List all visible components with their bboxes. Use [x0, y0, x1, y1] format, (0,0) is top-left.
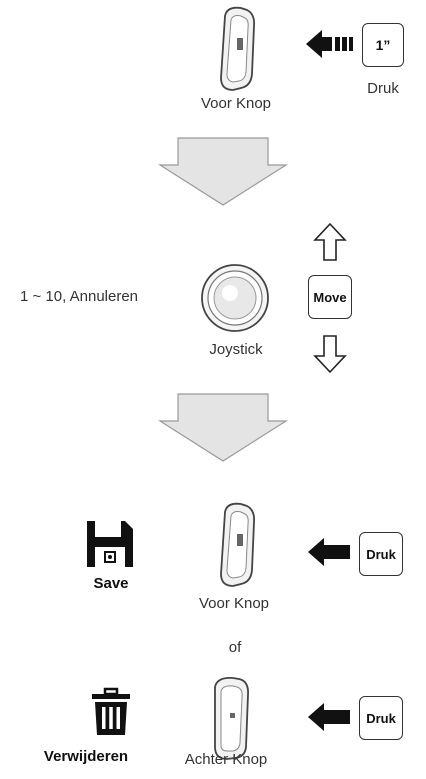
down-arrow-icon: [313, 335, 347, 374]
hold-duration-key: 1”: [362, 23, 404, 67]
press-arrow-icon: [306, 30, 353, 58]
or-label: of: [228, 639, 242, 656]
front-button-label: Voor Knop: [200, 95, 272, 112]
joystick-icon: [201, 264, 269, 332]
floppy-disk-icon: [87, 521, 133, 567]
move-key: Move: [308, 275, 352, 319]
press-key-front: Druk: [359, 532, 403, 576]
left-arrow-icon: [308, 703, 350, 731]
front-button-label: Voor Knop: [198, 595, 270, 612]
options-label: 1 ~ 10, Annuleren: [20, 288, 139, 305]
back-button-device-icon: [214, 677, 249, 760]
back-button-label: Achter Knop: [184, 751, 268, 768]
press-caption: Druk: [367, 80, 399, 97]
joystick-label: Joystick: [209, 341, 263, 358]
press-key-back: Druk: [359, 696, 403, 740]
flow-arrow-icon: [157, 393, 289, 462]
save-label: Save: [93, 575, 129, 592]
trash-can-icon: [92, 687, 130, 735]
front-button-device-icon: [220, 6, 256, 91]
left-arrow-icon: [308, 538, 350, 566]
front-button-device-icon: [220, 502, 256, 587]
up-arrow-icon: [313, 222, 347, 261]
flow-arrow-icon: [157, 137, 289, 206]
delete-label: Verwijderen: [43, 748, 129, 765]
